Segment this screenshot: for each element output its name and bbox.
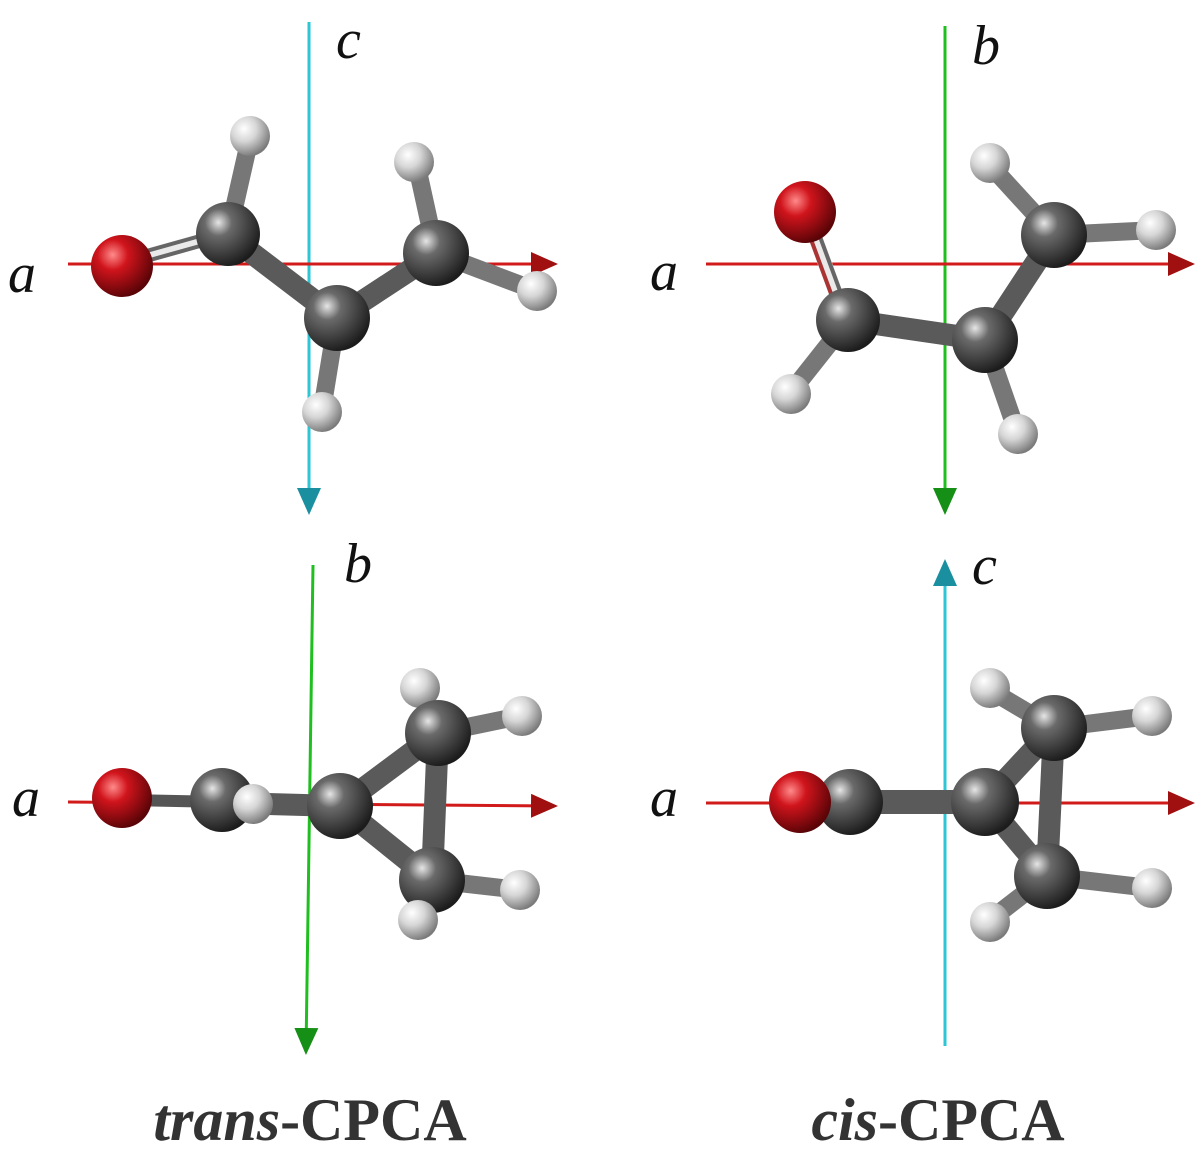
hydrogen-atom [394, 142, 434, 182]
axis-label-b: b [972, 15, 1000, 77]
caption-trans-suffix: -CPCA [280, 1087, 467, 1153]
panel-cis-ab: b a [650, 15, 1195, 515]
ring-carbon-atom [1021, 202, 1087, 268]
hydrogen-atom [1136, 210, 1176, 250]
axis-label-a: a [650, 241, 678, 303]
caption-cis: cis-CPCA [811, 1087, 1064, 1153]
caption-trans: trans-CPCA [153, 1087, 466, 1153]
axis-label-a: a [650, 767, 678, 829]
axis-label-a: a [8, 243, 36, 305]
hydrogen-atom [970, 902, 1010, 942]
hydrogen-atom [230, 116, 270, 156]
caption-trans-prefix: trans [153, 1087, 280, 1153]
carbonyl-carbon-atom [817, 769, 883, 835]
ring-carbon-atom [952, 307, 1018, 373]
ring-carbon-atom [403, 220, 469, 286]
hydrogen-atom [302, 392, 342, 432]
hydrogen-atom [970, 143, 1010, 183]
oxygen-atom [91, 235, 153, 297]
caption-cis-suffix: -CPCA [878, 1087, 1065, 1153]
ring-carbon-atom [1014, 843, 1080, 909]
hydrogen-atom [998, 414, 1038, 454]
panel-trans-ab: b a [12, 533, 558, 1055]
caption-cis-prefix: cis [811, 1087, 878, 1153]
hydrogen-atom [500, 870, 540, 910]
ring-carbon-atom [304, 285, 370, 351]
oxygen-atom [774, 181, 836, 243]
panel-cis-ac: c a [650, 535, 1195, 1046]
carbonyl-carbon-atom [816, 288, 880, 352]
ring-carbon-atom [1021, 695, 1087, 761]
oxygen-atom [769, 771, 831, 833]
axis-label-b: b [344, 533, 372, 595]
axis-label-c: c [972, 535, 997, 597]
ring-carbon-atom [307, 773, 373, 839]
axis-label-c: c [336, 9, 361, 71]
axis-label-a: a [12, 767, 40, 829]
hydrogen-atom [517, 271, 557, 311]
hydrogen-atom [970, 668, 1010, 708]
ring-carbon-atom [405, 700, 471, 766]
hydrogen-atom [1132, 696, 1172, 736]
ring-carbon-atom [951, 768, 1019, 836]
bonds [118, 129, 546, 419]
hydrogen-atom [771, 374, 811, 414]
hydrogen-atom [400, 668, 440, 708]
oxygen-atom [92, 768, 152, 828]
hydrogen-atom [233, 784, 273, 824]
hydrogen-atom [398, 900, 438, 940]
hydrogen-atom [502, 696, 542, 736]
hydrogen-atom [1132, 868, 1172, 908]
ring-carbon-atom [399, 847, 465, 913]
carbonyl-carbon-atom [196, 202, 260, 266]
panel-trans-ac: c a [8, 9, 558, 515]
